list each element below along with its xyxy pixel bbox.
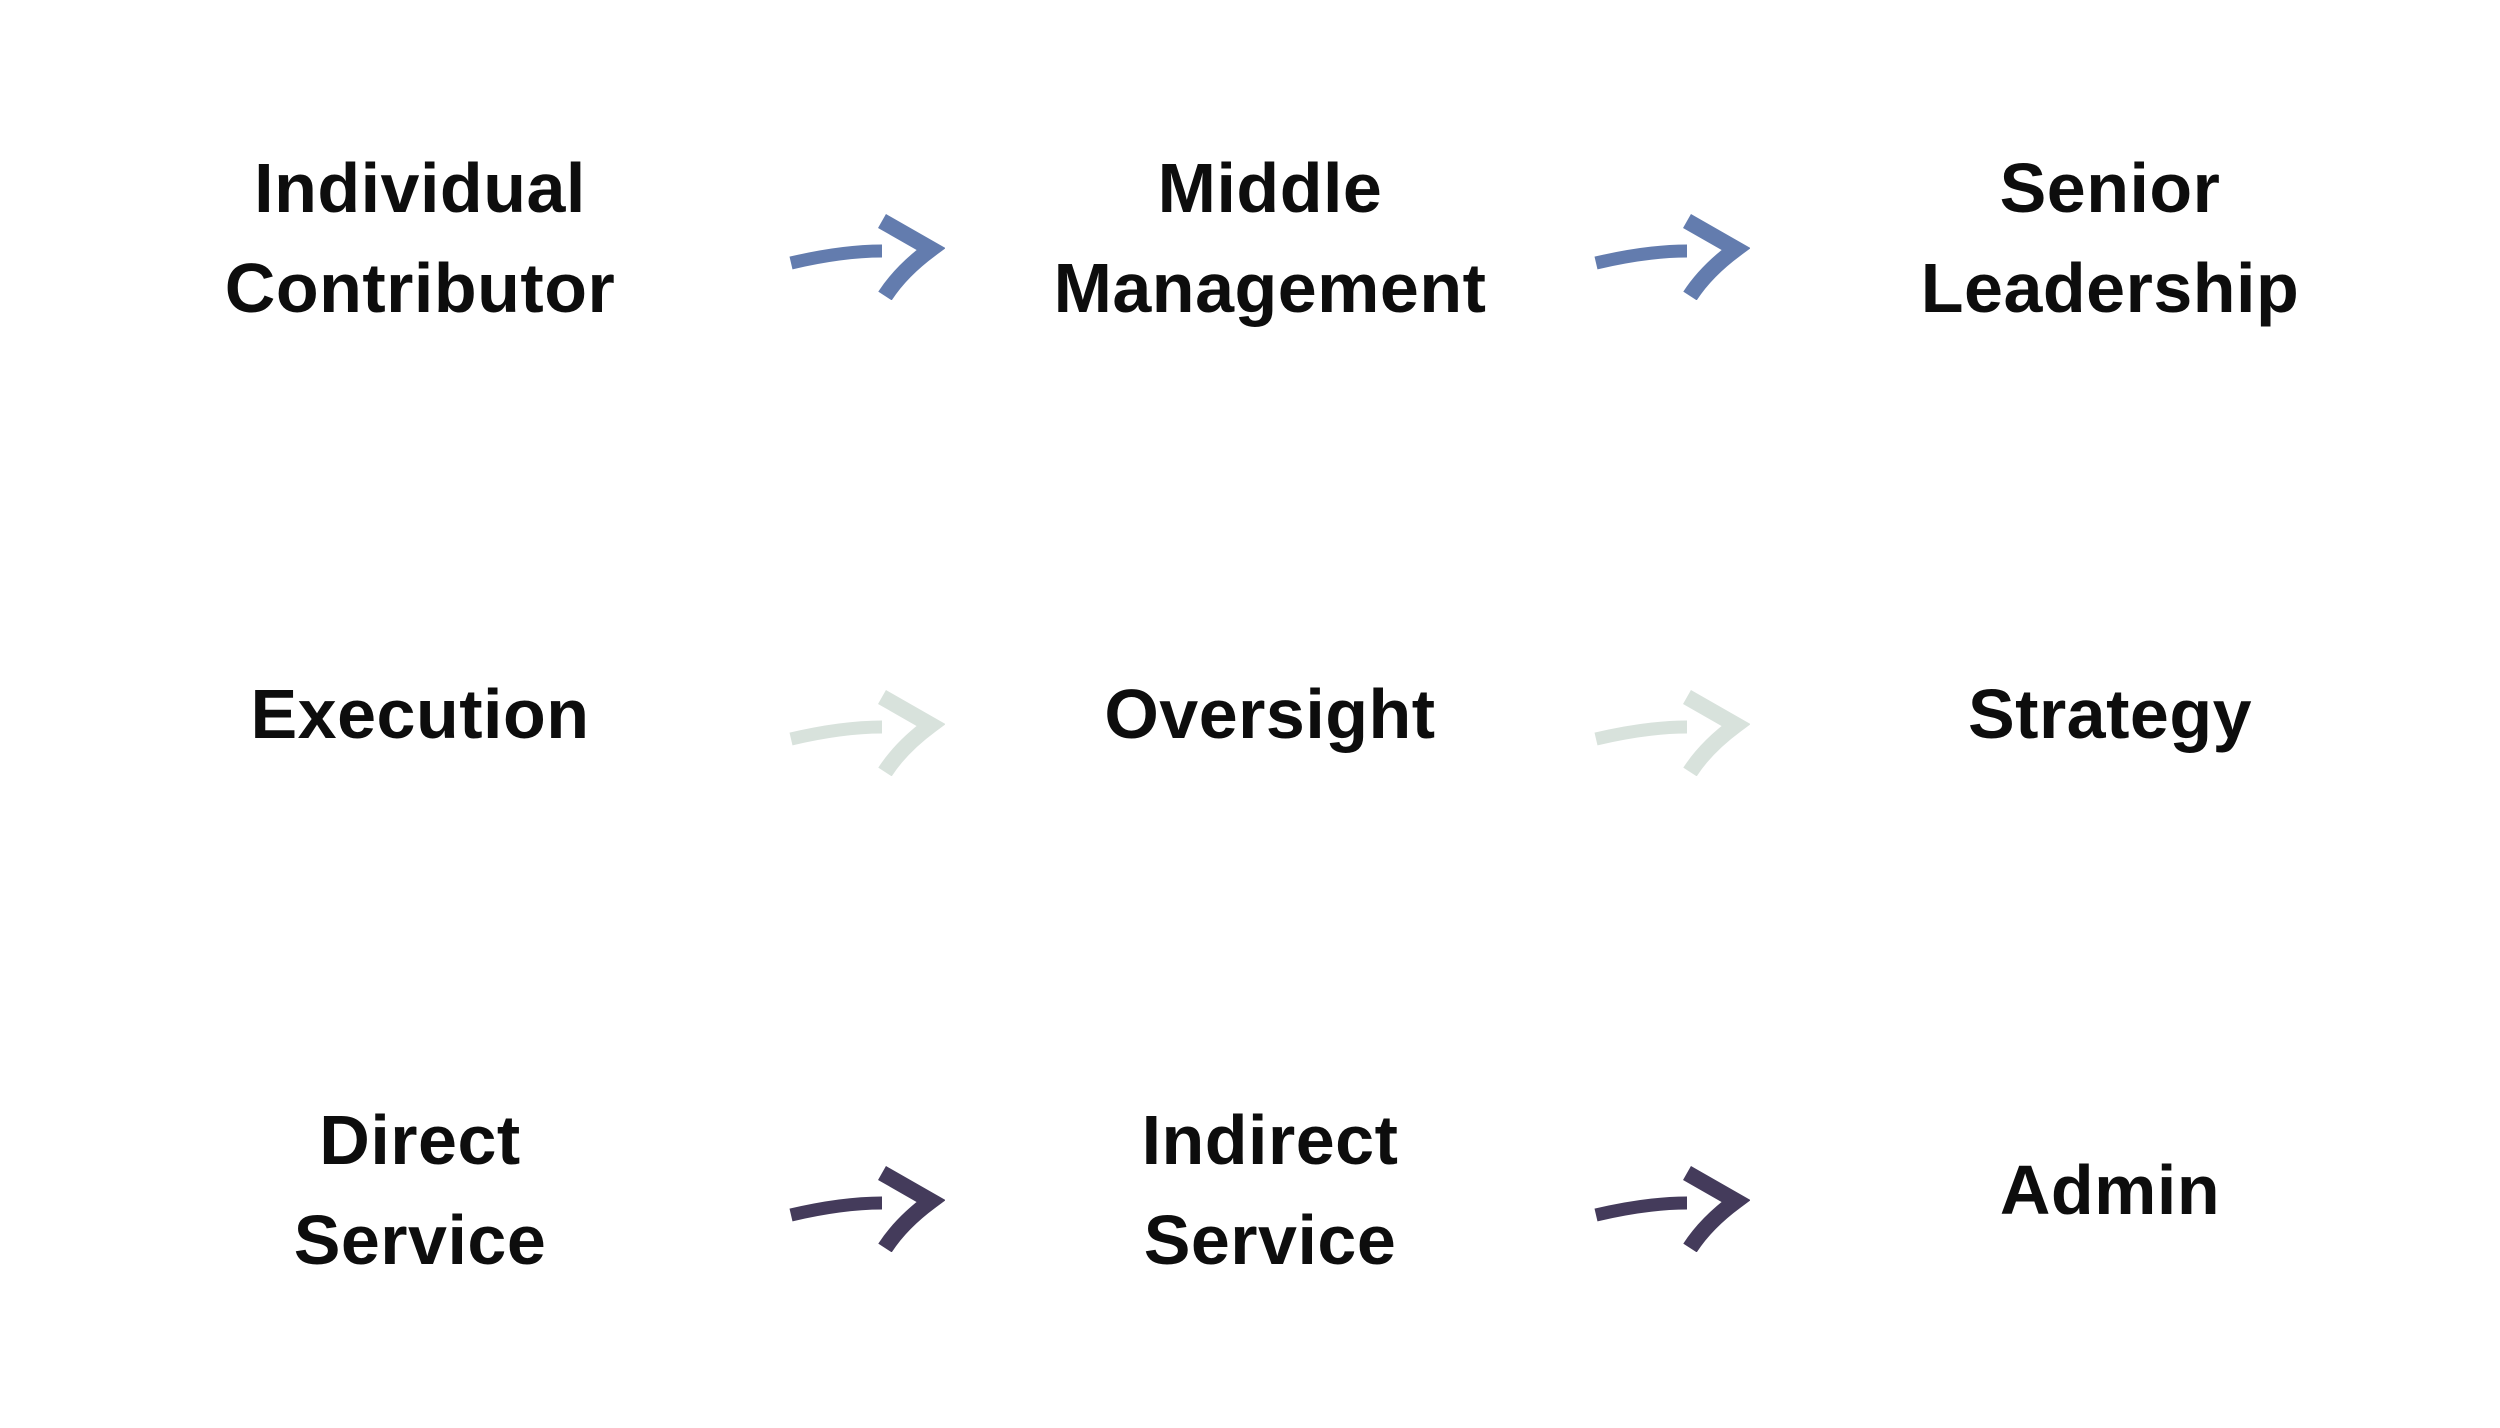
stage-label-direct-service: Direct Service (293, 1101, 547, 1279)
diagram-row-service: Direct Service Indirect Service Admin (60, 952, 2470, 1428)
stage-label-admin: Admin (1999, 1151, 2221, 1229)
diagram-row-seniority: Individual Contributor Middle Management… (60, 0, 2470, 476)
stage-label-senior-leadership: Senior Leadership (1920, 149, 2300, 327)
right-arrow-icon (780, 681, 950, 776)
stage-label-middle-management: Middle Management (1053, 149, 1487, 327)
stage-label-individual-contributor: Individual Contributor (224, 149, 616, 327)
diagram-row-focus: Execution Oversight Strategy (60, 476, 2470, 952)
right-arrow-icon (780, 205, 950, 300)
stage-label-indirect-service: Indirect Service (1141, 1101, 1399, 1279)
right-arrow-icon (1590, 1157, 1750, 1252)
right-arrow-icon (1590, 681, 1750, 776)
stage-label-oversight: Oversight (1104, 675, 1436, 753)
stage-label-strategy: Strategy (1967, 675, 2253, 753)
right-arrow-icon (1590, 205, 1750, 300)
stage-label-execution: Execution (250, 675, 590, 753)
right-arrow-icon (780, 1157, 950, 1252)
